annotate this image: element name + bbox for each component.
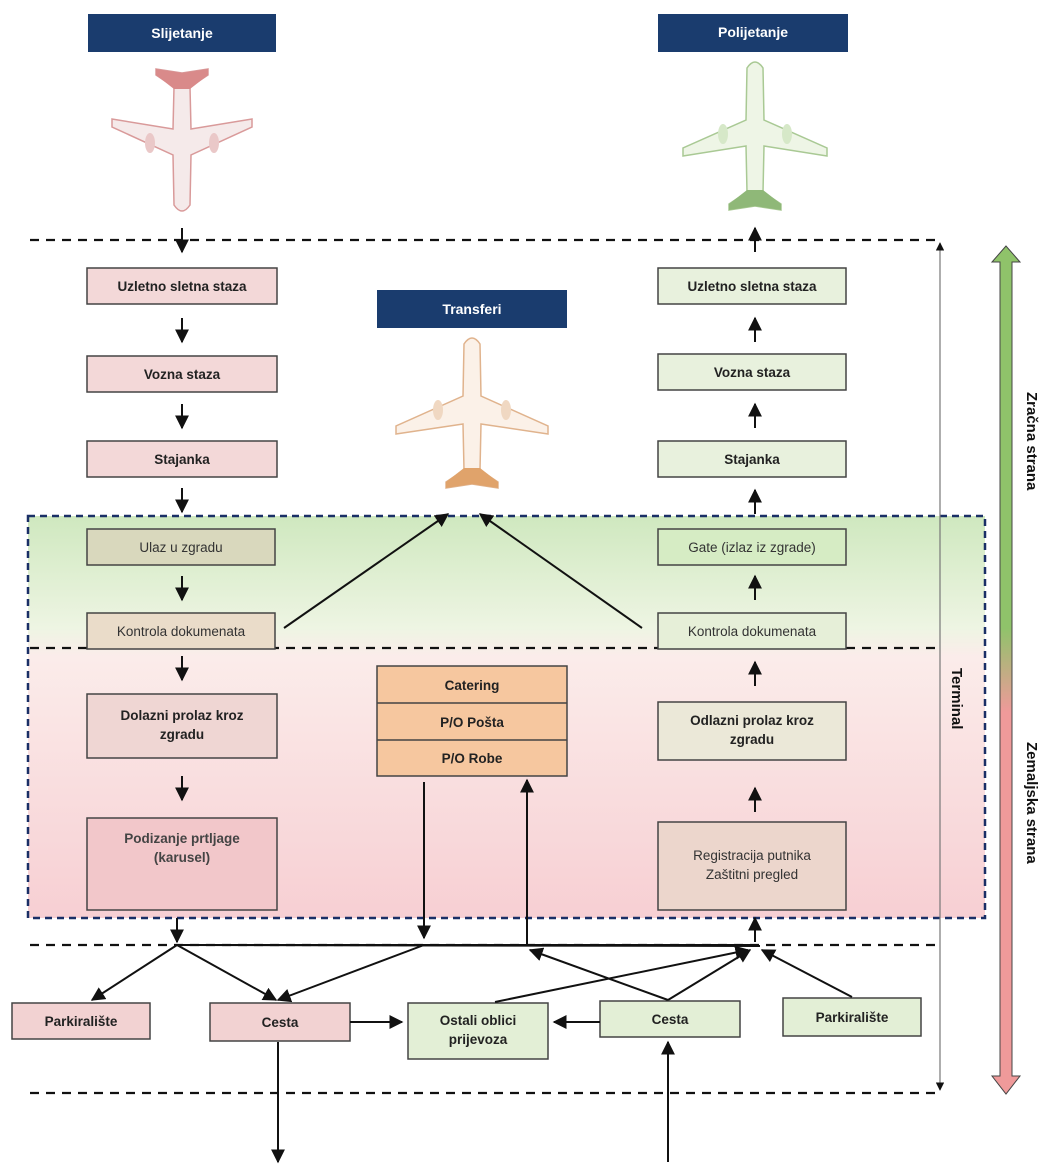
ground-arrows: [90, 944, 853, 1164]
departure-passage-label-2: zgradu: [730, 732, 774, 747]
other-transport-box: Ostali oblici prijevoza: [407, 1002, 549, 1060]
departure-checkin-label-1: Registracija putnika: [693, 848, 811, 863]
parking-left-label: Parkiralište: [45, 1014, 118, 1029]
arrival-flow-arrows: [170, 228, 189, 944]
header-departure-label: Polijetanje: [718, 24, 788, 40]
departure-passage-box: Odlazni prolaz kroz zgradu: [657, 701, 847, 761]
arrival-doc-control-box: Kontrola dokumenata: [86, 612, 276, 650]
parking-right-label: Parkiralište: [816, 1010, 889, 1025]
arrival-apron-label: Stajanka: [154, 452, 210, 467]
header-arrival: Slijetanje: [88, 14, 276, 52]
parking-right-box: Parkiralište: [782, 997, 922, 1037]
road-right-label: Cesta: [652, 1012, 689, 1027]
departure-runway-box: Uzletno sletna staza: [657, 267, 847, 305]
airplane-departure-icon: [682, 61, 828, 211]
terminal-label: Terminal: [948, 668, 965, 729]
arrival-passage-label-2: zgradu: [160, 727, 204, 742]
catering-label: Catering: [445, 678, 500, 693]
other-transport-label-1: Ostali oblici: [440, 1013, 517, 1028]
arrival-entry-label: Ulaz u zgradu: [139, 540, 222, 555]
airplane-transfer-icon: [395, 337, 549, 489]
transfer-arrows: [283, 513, 643, 629]
departure-doc-control-label: Kontrola dokumenata: [688, 624, 817, 639]
airside-label: Zračna strana: [1023, 392, 1040, 491]
departure-taxiway-label: Vozna staza: [714, 365, 791, 380]
landside-label: Zemaljska strana: [1023, 742, 1040, 864]
departure-doc-control-box: Kontrola dokumenata: [657, 612, 847, 650]
arrival-apron-box: Stajanka: [86, 440, 278, 478]
departure-gate-box: Gate (izlaz iz zgrade): [657, 528, 847, 566]
arrival-passage-box: Dolazni prolaz kroz zgradu: [86, 693, 278, 759]
road-right-box: Cesta: [599, 1000, 741, 1038]
arrival-baggage-box: Podizanje prtljage (karusel): [86, 817, 278, 911]
arrival-passage-label-1: Dolazni prolaz kroz: [120, 708, 243, 723]
header-departure: Polijetanje: [658, 14, 848, 52]
parking-left-box: Parkiralište: [11, 1002, 151, 1040]
arrival-taxiway-label: Vozna staza: [144, 367, 221, 382]
road-left-box: Cesta: [209, 1002, 351, 1042]
road-left-label: Cesta: [262, 1015, 299, 1030]
airplane-arrival-icon: [111, 68, 253, 212]
arrival-runway-box: Uzletno sletna staza: [86, 267, 278, 305]
arrival-doc-control-label: Kontrola dokumenata: [117, 624, 246, 639]
arrival-taxiway-box: Vozna staza: [86, 355, 278, 393]
departure-taxiway-box: Vozna staza: [657, 353, 847, 391]
departure-apron-box: Stajanka: [657, 440, 847, 478]
cargo-label: P/O Robe: [442, 751, 503, 766]
center-stack: Catering P/O Pošta P/O Robe: [376, 665, 568, 777]
header-transfer-label: Transferi: [442, 301, 501, 317]
arrival-runway-label: Uzletno sletna staza: [117, 279, 247, 294]
departure-apron-label: Stajanka: [724, 452, 780, 467]
center-links: [417, 778, 534, 945]
terminal-border: [26, 514, 987, 920]
departure-checkin-box: Registracija putnika Zaštitni pregled: [657, 821, 847, 911]
arrival-baggage-label-1: Podizanje prtljage: [124, 831, 240, 846]
header-transfer: Transferi: [377, 290, 567, 328]
zone-arrow: [990, 245, 1022, 1095]
departure-runway-label: Uzletno sletna staza: [687, 279, 817, 294]
departure-checkin-label-2: Zaštitni pregled: [706, 867, 798, 882]
departure-passage-label-1: Odlazni prolaz kroz: [690, 713, 814, 728]
mail-label: P/O Pošta: [440, 715, 504, 730]
arrival-entry-box: Ulaz u zgradu: [86, 528, 276, 566]
arrival-baggage-label-2: (karusel): [154, 850, 210, 865]
header-arrival-label: Slijetanje: [151, 25, 213, 41]
departure-gate-label: Gate (izlaz iz zgrade): [688, 540, 816, 555]
other-transport-label-2: prijevoza: [449, 1032, 508, 1047]
